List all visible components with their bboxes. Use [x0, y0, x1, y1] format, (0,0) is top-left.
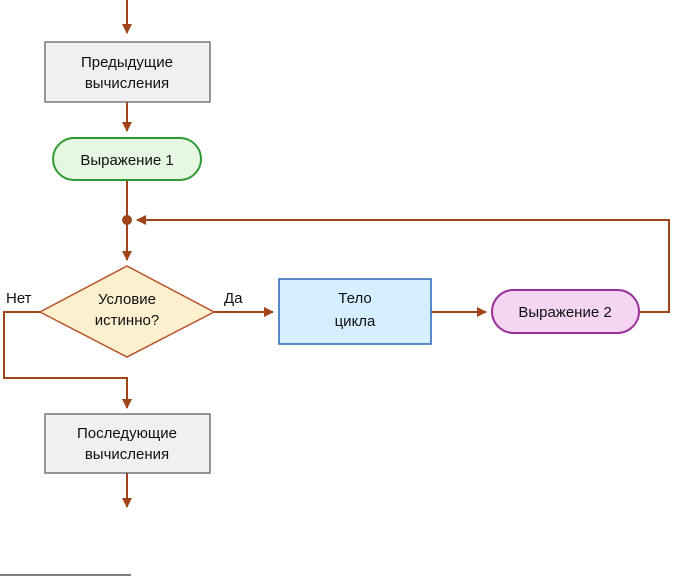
loop-body-box: Тело цикла — [279, 279, 431, 344]
next-calculations-shape — [45, 414, 210, 473]
next-calculations-line2: вычисления — [85, 446, 169, 463]
previous-calculations-shape — [45, 42, 210, 102]
no-branch-label: Нет — [6, 290, 32, 307]
loop-body-line1: Тело — [338, 290, 371, 307]
previous-calculations-line2: вычисления — [85, 75, 169, 92]
init-expression-terminal: Выражение 1 — [53, 138, 201, 180]
yes-branch-label: Да — [224, 290, 243, 307]
condition-decision: Условие истинно? — [40, 266, 214, 357]
loop-body-line2: цикла — [335, 313, 376, 330]
condition-line2: истинно? — [95, 312, 159, 329]
update-expression-label: Выражение 2 — [518, 304, 611, 321]
next-calculations-box: Последующие вычисления — [45, 414, 210, 473]
previous-calculations-box: Предыдущие вычисления — [45, 42, 210, 102]
previous-calculations-line1: Предыдущие — [81, 54, 173, 71]
condition-line1: Условие — [98, 291, 156, 308]
init-expression-label: Выражение 1 — [80, 152, 173, 169]
next-calculations-line1: Последующие — [77, 425, 177, 442]
junction-dot — [122, 215, 132, 225]
update-expression-terminal: Выражение 2 — [492, 290, 639, 333]
loop-body-shape — [279, 279, 431, 344]
